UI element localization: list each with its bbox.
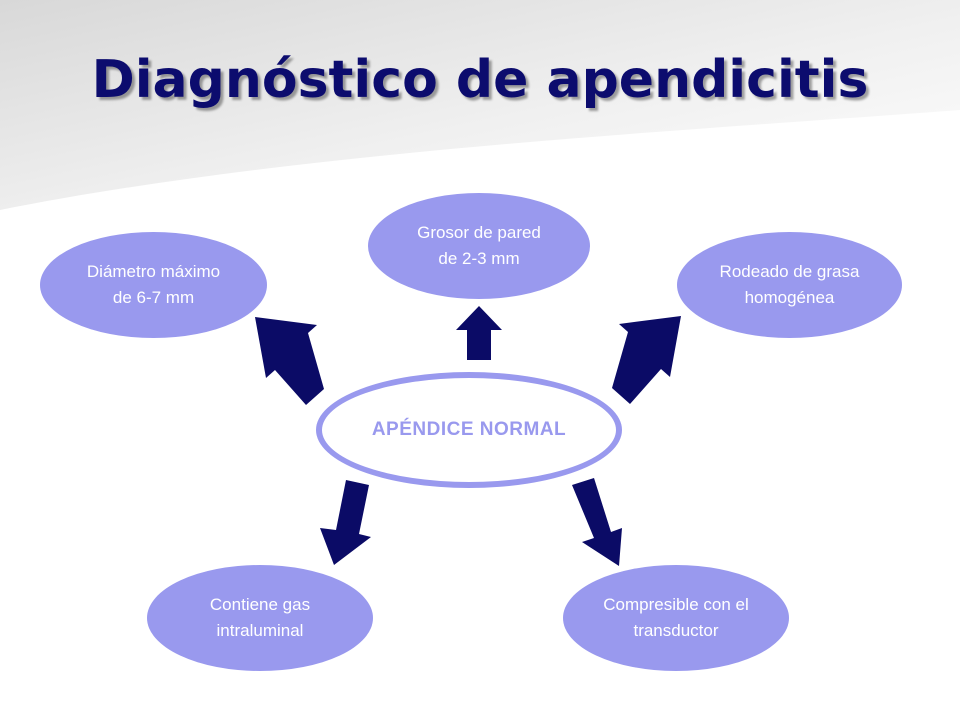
node-compressibility: Compresible con el transductor [563, 565, 789, 671]
center-node-normal-appendix: APÉNDICE NORMAL [316, 372, 622, 488]
arrow-up [456, 306, 502, 360]
arrow-down-left [320, 480, 371, 565]
node-surrounding-fat: Rodeado de grasa homogénea [677, 232, 902, 338]
node-max-diameter-text: Diámetro máximo de 6-7 mm [86, 262, 221, 307]
node-wall-thickness-text: Grosor de pared de 2-3 mm [417, 223, 541, 268]
slide-title: Diagnóstico de apendicitis [91, 50, 869, 110]
arrow-down-right [572, 478, 622, 566]
node-wall-thickness: Grosor de pared de 2-3 mm [368, 193, 590, 299]
node-compressibility-text: Compresible con el transductor [603, 595, 749, 640]
arrow-up-right [612, 316, 681, 404]
node-max-diameter: Diámetro máximo de 6-7 mm [40, 232, 267, 338]
arrow-up-left [255, 317, 324, 405]
node-intraluminal-gas: Contiene gas intraluminal [147, 565, 373, 671]
node-surrounding-fat-text: Rodeado de grasa homogénea [719, 262, 860, 307]
center-node-label: APÉNDICE NORMAL [371, 419, 567, 440]
node-intraluminal-gas-text: Contiene gas intraluminal [209, 595, 311, 640]
